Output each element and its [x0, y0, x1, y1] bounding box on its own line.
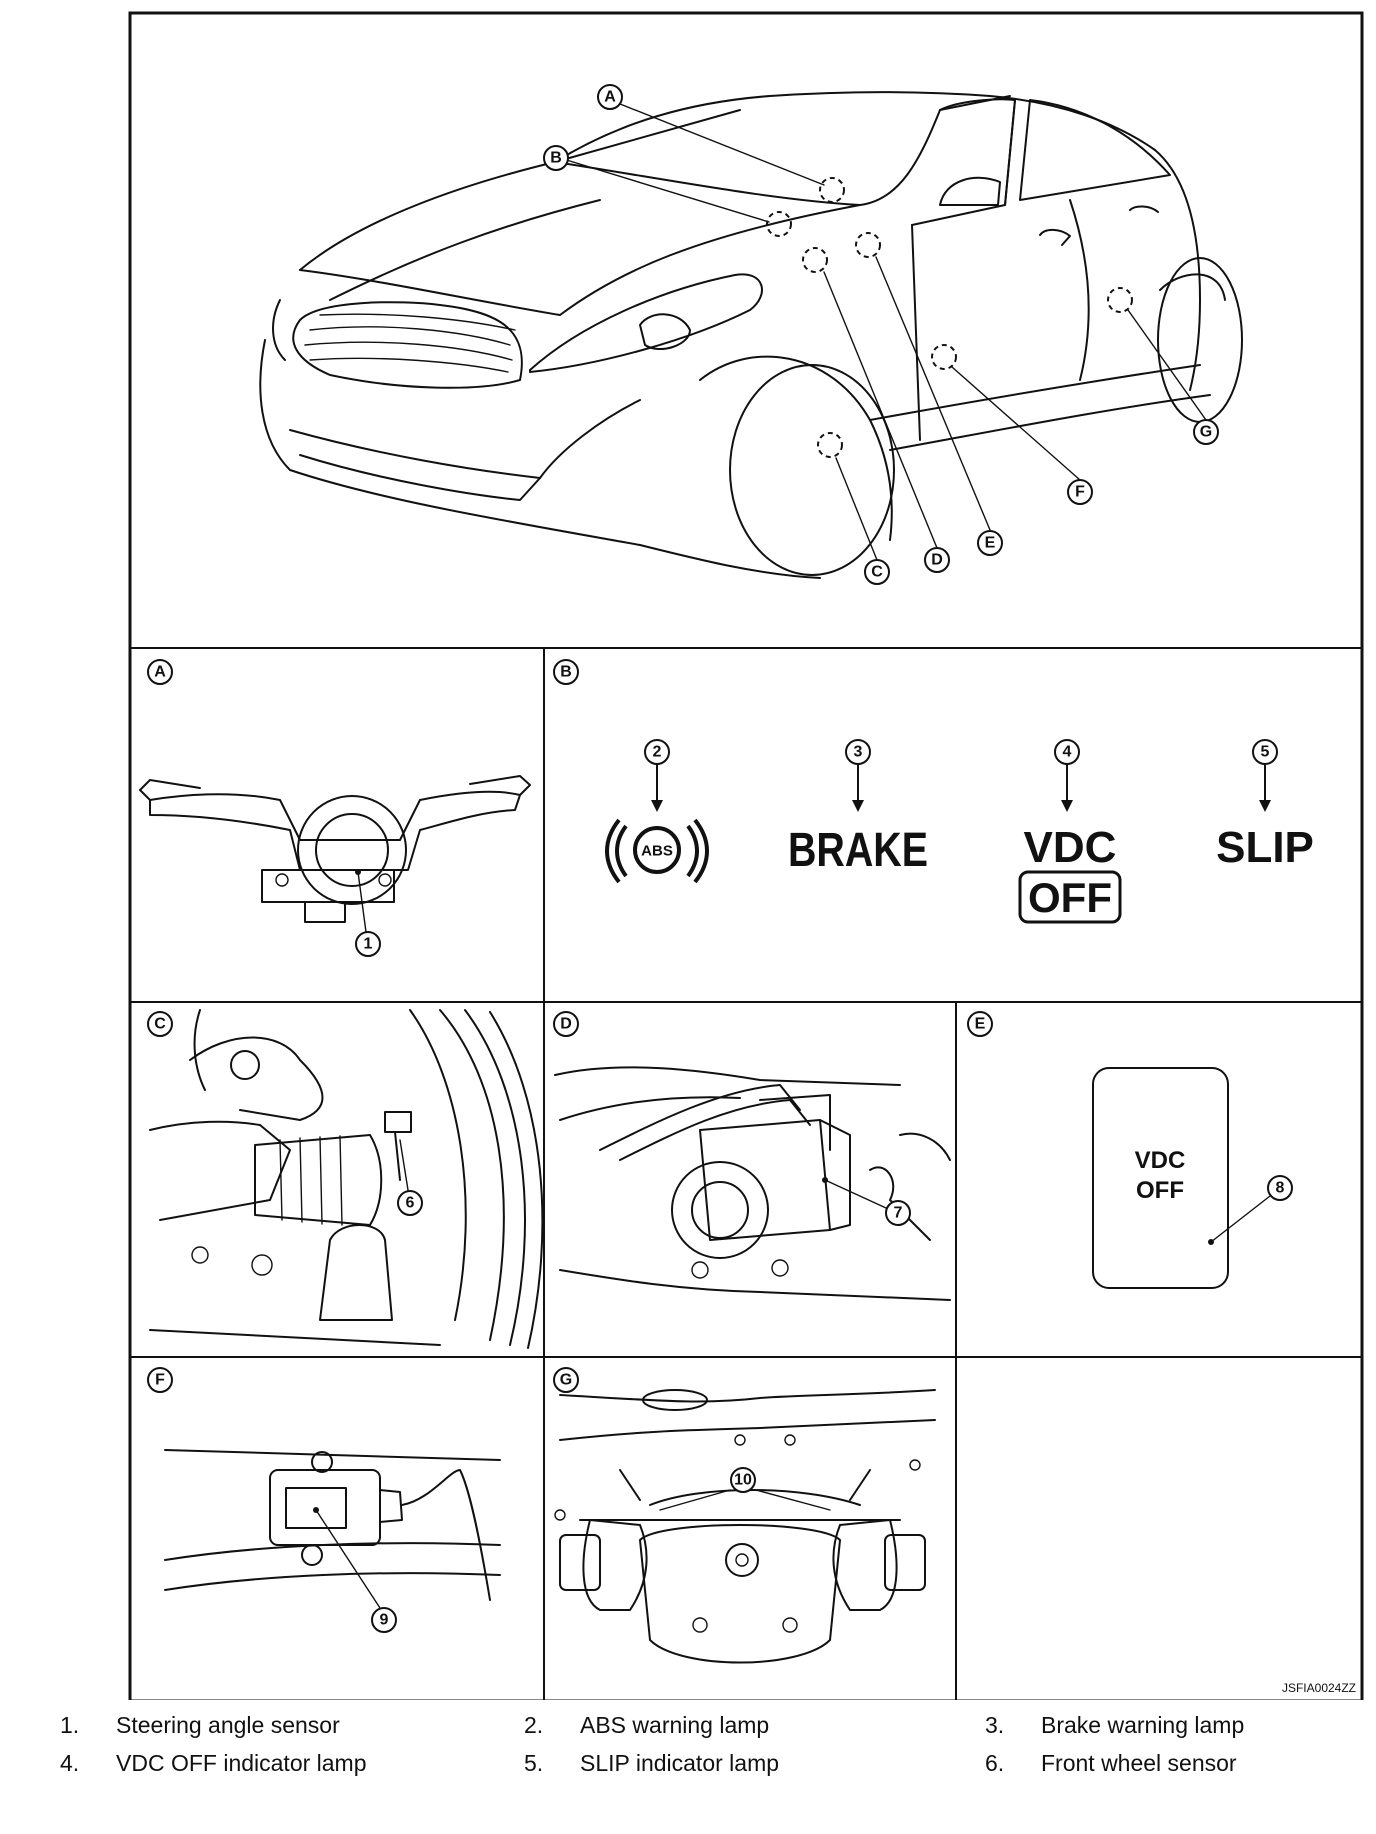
callout-part-10: 10	[730, 1467, 756, 1493]
svg-text:4: 4	[1063, 744, 1072, 761]
svg-text:G: G	[560, 1372, 572, 1389]
legend-row: 4.VDC OFF indicator lamp 5.SLIP indicato…	[60, 1750, 1290, 1788]
panel-D: D 7	[553, 1011, 951, 1301]
abs-warning-lamp-symbol: ABS	[605, 818, 709, 884]
svg-text:A: A	[154, 664, 166, 681]
svg-text:B: B	[560, 664, 572, 681]
component-location-diagram: .ln { fill: none; stroke: #111; stroke-w…	[128, 11, 1364, 1700]
svg-text:5: 5	[1261, 744, 1270, 761]
panel-A: A 1	[139, 659, 531, 957]
svg-text:1: 1	[364, 936, 373, 953]
svg-text:C: C	[871, 564, 883, 581]
panel-B: B 2 3 4 5 ABS BRAKE VDC OFF SLIP	[553, 659, 1314, 924]
callout-part-7: 7	[885, 1200, 911, 1226]
parts-legend: 1.Steering angle sensor 2.ABS warning la…	[60, 1712, 1290, 1788]
callout-part-1: 1	[355, 931, 381, 957]
legend-item-3: 3.Brake warning lamp	[985, 1712, 1245, 1738]
callout-part-3: 3	[845, 739, 871, 765]
svg-text:B: B	[550, 150, 562, 167]
steering-angle-sensor-drawing	[139, 775, 531, 933]
legend-item-4: 4.VDC OFF indicator lamp	[60, 1750, 367, 1776]
vdc-off-indicator-lamp-symbol: VDC OFF	[1018, 823, 1122, 924]
callout-E: E	[977, 530, 1003, 556]
svg-text:OFF: OFF	[1028, 874, 1112, 921]
legend-item-5: 5.SLIP indicator lamp	[524, 1750, 780, 1776]
panel-F: F 9	[147, 1367, 501, 1633]
svg-text:2: 2	[653, 744, 662, 761]
callout-F: F	[1067, 479, 1093, 505]
callout-part-5: 5	[1252, 739, 1278, 765]
svg-text:F: F	[155, 1372, 165, 1389]
rear-wheel-sensor-drawing	[554, 1389, 936, 1664]
svg-text:D: D	[560, 1016, 572, 1033]
svg-text:9: 9	[380, 1612, 389, 1629]
car-overview: A B C D E F G	[259, 84, 1243, 585]
svg-text:10: 10	[734, 1472, 752, 1489]
callout-G: G	[1193, 419, 1219, 445]
slip-indicator-lamp-symbol: SLIP	[1216, 823, 1314, 872]
legend-item-2: 2.ABS warning lamp	[524, 1712, 770, 1738]
panel-E: E VDC OFF 8	[967, 1011, 1293, 1289]
callout-part-9: 9	[371, 1607, 397, 1633]
callout-D: D	[924, 547, 950, 573]
brake-warning-lamp-symbol: BRAKE	[788, 824, 928, 877]
vdc-off-switch	[1092, 1067, 1229, 1289]
svg-text:D: D	[931, 552, 943, 569]
figure-code: JSFIA0024ZZ	[1282, 1681, 1356, 1695]
svg-text:6: 6	[406, 1195, 415, 1212]
svg-text:ABS: ABS	[641, 843, 673, 860]
callout-part-6: 6	[397, 1190, 423, 1216]
svg-text:8: 8	[1276, 1180, 1285, 1197]
panel-C: C 6	[147, 1009, 544, 1349]
callout-C: C	[864, 559, 890, 585]
svg-text:VDC: VDC	[1135, 1147, 1186, 1174]
callout-part-2: 2	[644, 739, 670, 765]
yaw-rate-sensor-drawing	[164, 1449, 501, 1609]
callout-A: A	[597, 84, 623, 110]
svg-text:G: G	[1200, 424, 1212, 441]
callout-B: B	[543, 145, 569, 171]
legend-row: 1.Steering angle sensor 2.ABS warning la…	[60, 1712, 1290, 1750]
svg-text:C: C	[154, 1016, 166, 1033]
svg-text:A: A	[604, 89, 616, 106]
svg-text:VDC: VDC	[1024, 823, 1117, 872]
front-wheel-sensor-drawing	[149, 1009, 544, 1349]
svg-text:7: 7	[894, 1205, 903, 1222]
panel-G: G 10	[553, 1367, 936, 1664]
callout-part-8: 8	[1267, 1175, 1293, 1201]
svg-text:OFF: OFF	[1136, 1177, 1184, 1204]
svg-text:E: E	[975, 1016, 986, 1033]
callout-part-4: 4	[1054, 739, 1080, 765]
svg-text:F: F	[1075, 484, 1085, 501]
legend-item-6: 6.Front wheel sensor	[985, 1750, 1237, 1776]
abs-actuator-drawing	[554, 1066, 951, 1301]
svg-text:3: 3	[854, 744, 863, 761]
frame	[128, 11, 1364, 1700]
svg-text:E: E	[985, 535, 996, 552]
legend-item-1: 1.Steering angle sensor	[60, 1712, 340, 1738]
